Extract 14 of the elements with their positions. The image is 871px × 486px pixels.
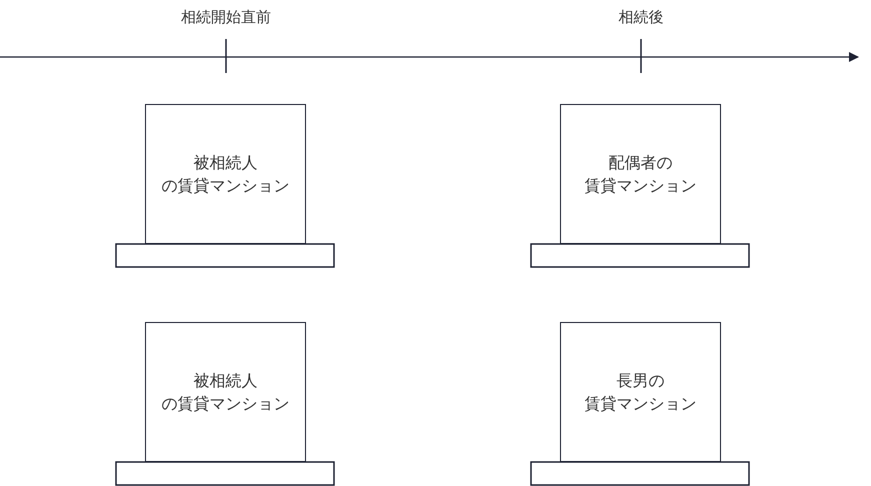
building-box — [145, 322, 306, 462]
timeline-label: 相続開始直前 — [181, 8, 271, 27]
building-box — [145, 104, 306, 244]
building-box — [560, 322, 721, 462]
base-plinth — [530, 243, 750, 268]
building-label: 被相続人の賃貸マンション — [162, 152, 290, 197]
building-label: 配偶者の賃貸マンション — [584, 152, 696, 197]
building-box — [560, 104, 721, 244]
base-plinth — [530, 461, 750, 486]
timeline-label: 相続後 — [618, 8, 664, 27]
building-label: 被相続人の賃貸マンション — [162, 370, 290, 415]
base-plinth — [115, 243, 335, 268]
base-plinth — [115, 461, 335, 486]
building-label: 長男の賃貸マンション — [584, 370, 696, 415]
